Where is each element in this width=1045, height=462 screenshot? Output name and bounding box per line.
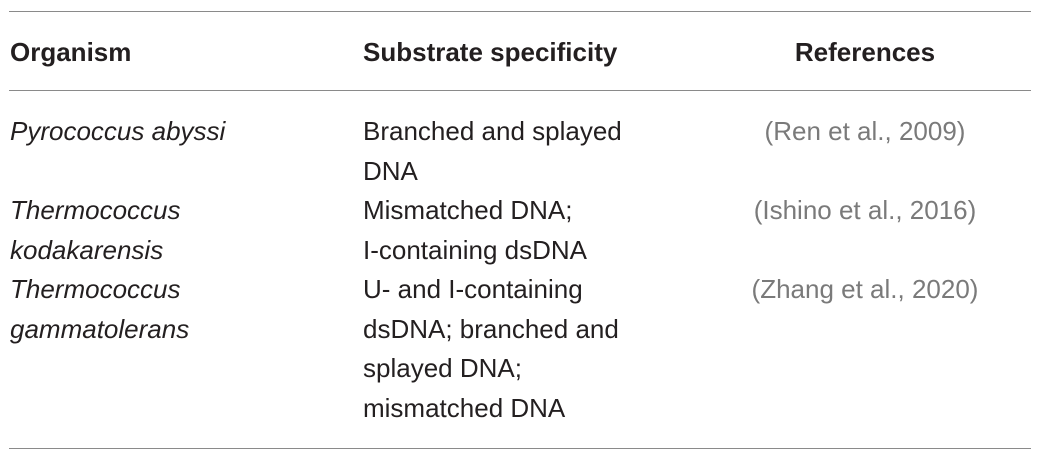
table-row-1-reference: (Ren et al., 2009) xyxy=(764,116,966,146)
substrate-line: Branched and splayed xyxy=(363,116,622,146)
table-bottom-rule xyxy=(9,448,1031,449)
header-references: References xyxy=(794,37,936,67)
table-row-1-substrate: Branched and splayed DNA xyxy=(363,112,663,191)
header-organism: Organism xyxy=(10,37,132,67)
table-row-2-organism: Thermococcus kodakarensis xyxy=(10,191,340,270)
header-substrate-specificity: Substrate specificity xyxy=(363,37,618,67)
substrate-line: U- and I-containing xyxy=(363,274,583,304)
organism-line: Pyrococcus abyssi xyxy=(10,116,226,146)
organism-line: gammatolerans xyxy=(10,313,190,344)
table-row-2-reference: (Ishino et al., 2016) xyxy=(753,195,977,225)
substrate-line: I-containing dsDNA xyxy=(363,234,587,265)
organism-line: kodakarensis xyxy=(10,234,164,265)
organism-line: Thermococcus xyxy=(10,274,181,304)
table-row-3-reference: (Zhang et al., 2020) xyxy=(751,274,979,304)
organism-line: Thermococcus xyxy=(10,195,181,225)
substrate-line: DNA xyxy=(363,155,418,186)
substrate-line: mismatched DNA xyxy=(363,392,566,423)
table-row-3-organism: Thermococcus gammatolerans xyxy=(10,270,340,349)
table-row-2-substrate: Mismatched DNA; I-containing dsDNA xyxy=(363,191,663,270)
table-row-1-organism: Pyrococcus abyssi xyxy=(10,112,340,152)
substrate-line: Mismatched DNA; xyxy=(363,195,573,225)
substrate-line: splayed DNA; xyxy=(363,353,522,383)
table-row-3-substrate: U- and I-containing dsDNA; branched and … xyxy=(363,270,663,428)
table-top-rule xyxy=(9,11,1031,12)
table-header-rule xyxy=(9,90,1031,91)
substrate-line: dsDNA; branched and xyxy=(363,313,619,344)
